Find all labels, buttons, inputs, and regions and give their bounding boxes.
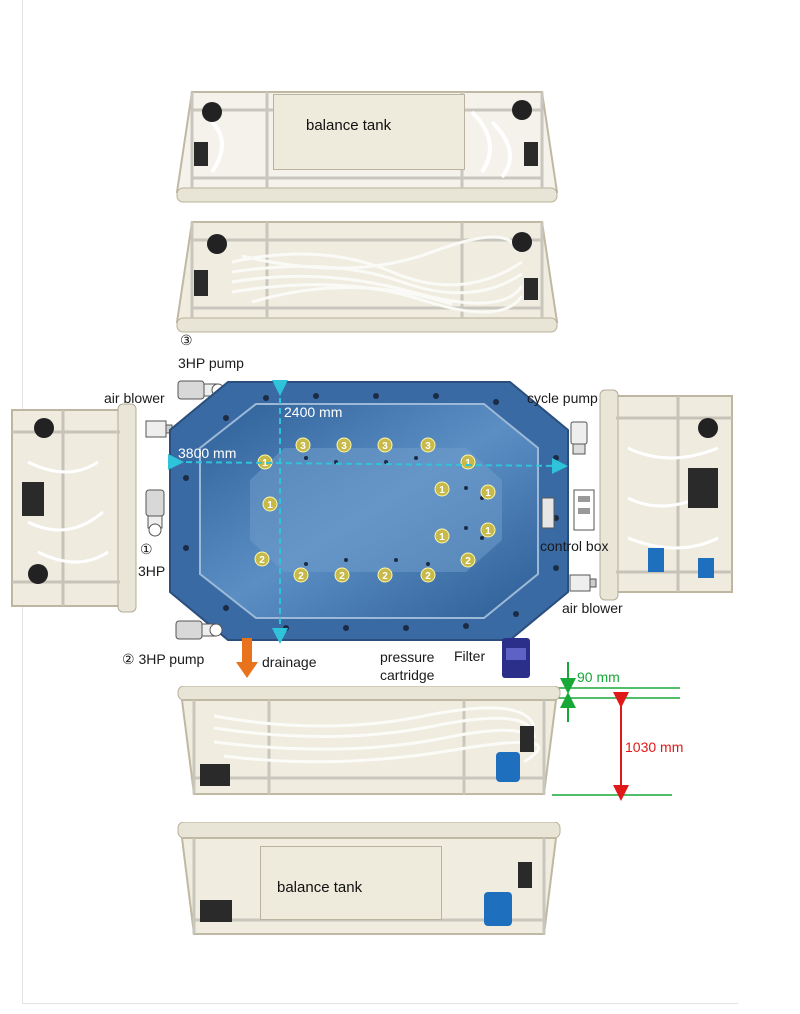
side-view-bottom-pipework bbox=[174, 686, 564, 804]
pressure-cartridge-label: pressure cartridge bbox=[380, 649, 435, 683]
jet-label: 1 bbox=[485, 526, 491, 537]
side-view-left bbox=[8, 402, 140, 614]
pump3-number: ③ bbox=[180, 332, 193, 348]
air-blower-icon bbox=[568, 572, 598, 599]
jet-label: 1 bbox=[485, 488, 491, 499]
control-box-label: control box bbox=[540, 538, 609, 554]
jet-label: 2 bbox=[298, 571, 304, 582]
jet-label: 1 bbox=[267, 500, 273, 511]
balance-tank-panel-top: balance tank bbox=[273, 94, 465, 170]
side-view-right bbox=[598, 388, 738, 602]
jet-label: 3 bbox=[341, 441, 347, 452]
jet-label: 3 bbox=[382, 441, 388, 452]
drainage-label: drainage bbox=[262, 654, 317, 670]
jet-label: 2 bbox=[425, 571, 431, 582]
cycle-pump-label: cycle pump bbox=[527, 390, 598, 406]
dimension-lip: 90 mm bbox=[577, 669, 620, 685]
jet-label: 1 bbox=[439, 485, 445, 496]
dimension-height: 1030 mm bbox=[625, 739, 684, 755]
jet-label: 2 bbox=[465, 556, 471, 567]
dimension-width: 2400 mm bbox=[284, 404, 343, 420]
drainage-arrow bbox=[236, 638, 258, 685]
filter-label: Filter bbox=[454, 648, 486, 664]
control-box-icon bbox=[572, 488, 598, 537]
pump-icon bbox=[174, 616, 224, 649]
balance-tank-label-top: balance tank bbox=[306, 117, 392, 134]
cycle-pump-icon bbox=[568, 420, 590, 463]
frame-border-bottom bbox=[22, 1003, 738, 1004]
jet-label: 3 bbox=[300, 441, 306, 452]
jet-label: 3 bbox=[425, 441, 431, 452]
jet-label: 1 bbox=[439, 532, 445, 543]
air-blower-right-label: air blower bbox=[562, 600, 623, 616]
pump-icon bbox=[142, 488, 168, 543]
dimension-length: 3800 mm bbox=[178, 445, 237, 461]
jet-label: 2 bbox=[339, 571, 345, 582]
balance-tank-label-bottom: balance tank bbox=[277, 879, 363, 896]
side-view-top-pipework bbox=[172, 212, 562, 336]
air-blower-icon bbox=[144, 418, 174, 445]
pump1-number: ① bbox=[140, 541, 153, 557]
filter-cartridge-icon bbox=[500, 634, 532, 685]
pump2-label: ② 3HP pump bbox=[122, 651, 205, 667]
balance-tank-panel-bottom: balance tank bbox=[260, 846, 442, 920]
pump3-label: 3HP pump bbox=[178, 355, 244, 371]
jet-label: 2 bbox=[382, 571, 388, 582]
jet-label: 2 bbox=[259, 555, 265, 566]
air-blower-left-label: air blower bbox=[104, 390, 165, 406]
